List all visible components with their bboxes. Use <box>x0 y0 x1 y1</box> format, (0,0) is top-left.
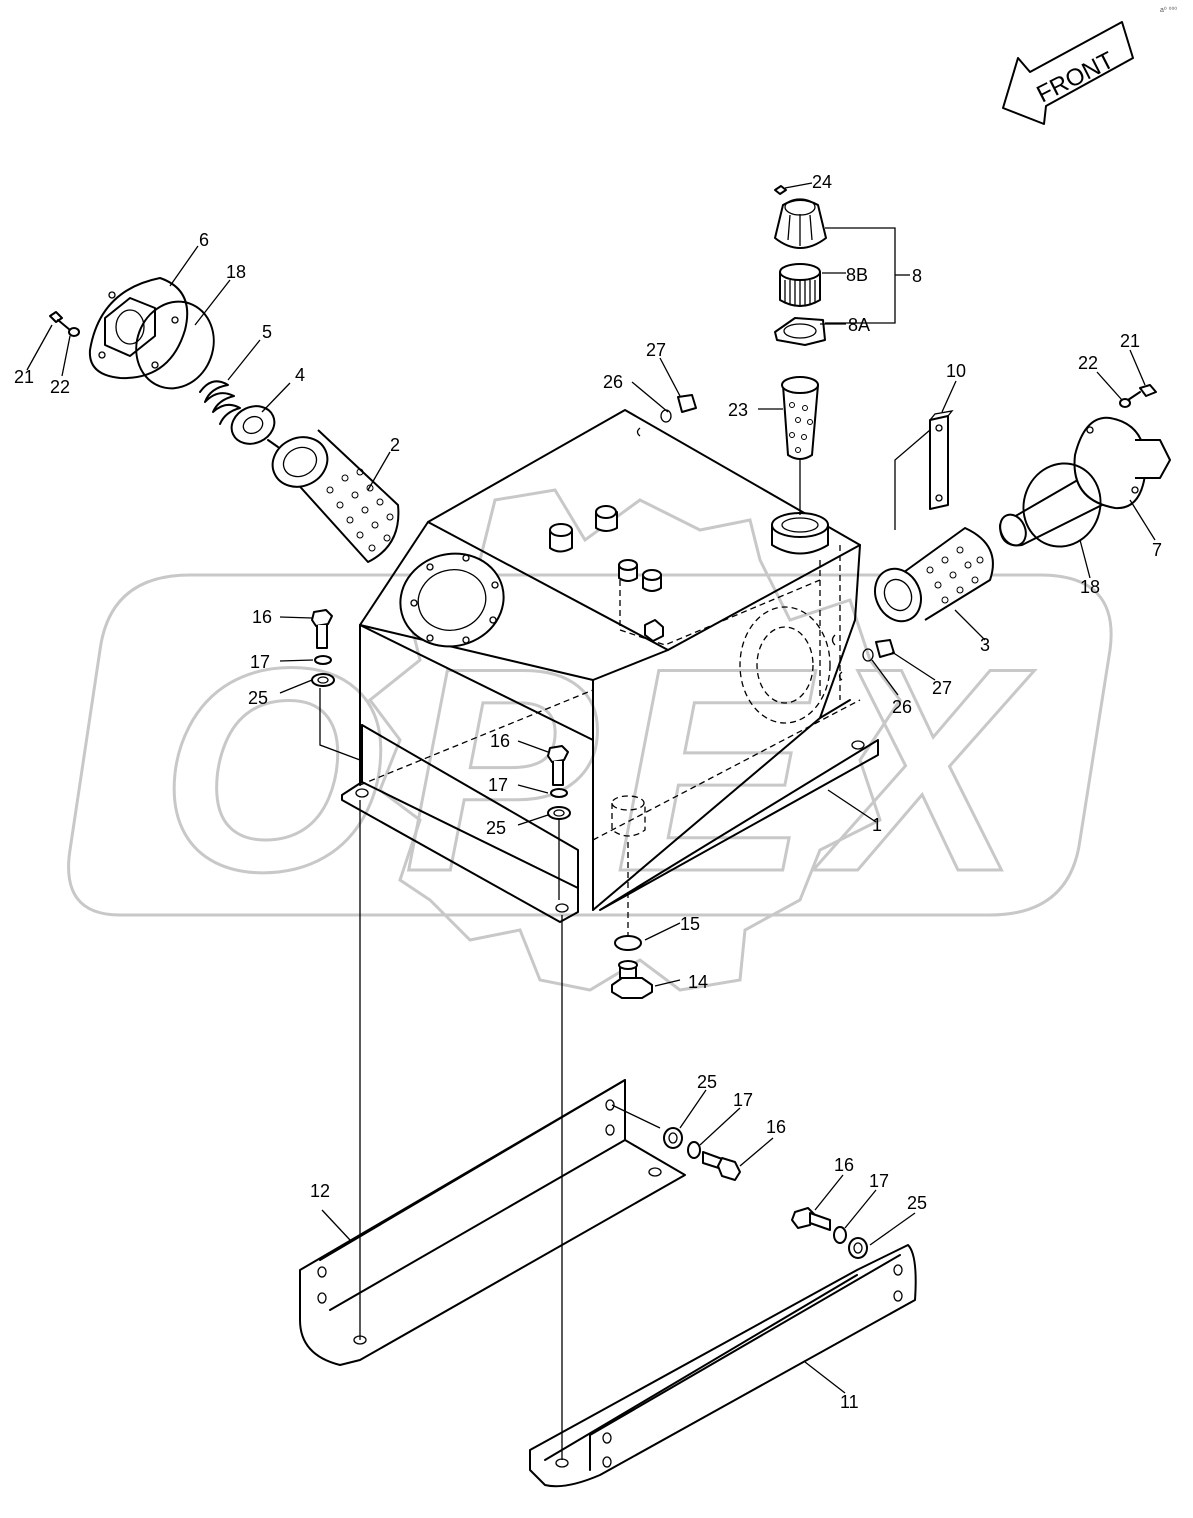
callout-21-left: 21 <box>14 367 34 387</box>
callout-26-upper: 26 <box>603 372 623 392</box>
mounting-bracket-left <box>299 1079 686 1366</box>
corner-mark: a⁰ ⁰⁰⁰ <box>1160 6 1177 14</box>
callout-11: 11 <box>840 1392 859 1412</box>
callout-25-tank-left: 25 <box>248 688 268 708</box>
callout-14: 14 <box>688 972 708 992</box>
return-cover-flange <box>999 416 1171 548</box>
callout-4: 4 <box>295 365 305 385</box>
callout-23: 23 <box>728 400 748 420</box>
bolt-set-tank-left <box>311 609 361 1340</box>
callout-6: 6 <box>199 230 209 250</box>
mounting-bracket-right <box>529 1244 917 1488</box>
bolt-set-tank-center <box>547 745 571 1460</box>
callout-5: 5 <box>262 322 272 342</box>
callout-24: 24 <box>812 172 832 192</box>
level-gauge <box>894 410 954 530</box>
drain-plug <box>611 935 653 999</box>
hydraulic-tank-body <box>341 409 879 935</box>
callout-25-bracket-lower: 25 <box>907 1193 927 1213</box>
callout-26-lower: 26 <box>892 697 912 717</box>
callout-25-tank-center: 25 <box>486 818 506 838</box>
bolt-set-bracket-lower <box>791 1207 868 1259</box>
callout-7: 7 <box>1152 540 1162 560</box>
callout-22-right: 22 <box>1078 353 1098 373</box>
leader-lines <box>26 182 1156 1394</box>
callout-27-lower: 27 <box>932 678 952 698</box>
bolt-washer-left <box>49 311 80 337</box>
bolt-washer-right <box>1119 384 1157 408</box>
return-filter-element <box>874 527 994 623</box>
callout-25-bracket-upper: 25 <box>697 1072 717 1092</box>
callout-17-bracket-upper: 17 <box>733 1090 753 1110</box>
callout-18-right: 18 <box>1080 577 1100 597</box>
callout-10: 10 <box>946 361 966 381</box>
callout-3: 3 <box>980 635 990 655</box>
callout-17-tank-left: 17 <box>250 652 270 672</box>
callout-8: 8 <box>912 266 922 286</box>
watermark-text: OPEX <box>160 608 1035 932</box>
callout-21-right: 21 <box>1120 331 1140 351</box>
suction-cover-flange <box>88 277 215 390</box>
callout-18-left: 18 <box>226 262 246 282</box>
callout-17-tank-center: 17 <box>488 775 508 795</box>
callout-15: 15 <box>680 914 700 934</box>
suction-strainer <box>271 429 400 563</box>
bolt-set-bracket-upper <box>663 1127 741 1181</box>
callout-12: 12 <box>310 1181 330 1201</box>
callout-17-bracket-lower: 17 <box>869 1171 889 1191</box>
callout-16-bracket-upper: 16 <box>766 1117 786 1137</box>
callout-labels: 6 18 5 4 2 21 22 24 8B 8 8A 27 26 23 10 … <box>14 172 1162 1412</box>
breather-assembly <box>774 185 827 515</box>
callout-16-bracket-lower: 16 <box>834 1155 854 1175</box>
front-label: FRONT <box>1032 47 1118 109</box>
callout-22-left: 22 <box>50 377 70 397</box>
front-direction-arrow: FRONT <box>1002 21 1134 125</box>
callout-16-tank-left: 16 <box>252 607 272 627</box>
callout-1: 1 <box>872 815 882 835</box>
callout-16-tank-center: 16 <box>490 731 510 751</box>
plug-upper <box>660 394 697 423</box>
callout-27-upper: 27 <box>646 340 666 360</box>
callout-8a: 8A <box>848 315 870 335</box>
bypass-valve <box>230 405 279 448</box>
spring <box>199 380 241 425</box>
callout-8b: 8B <box>846 265 868 285</box>
callout-2: 2 <box>390 435 400 455</box>
